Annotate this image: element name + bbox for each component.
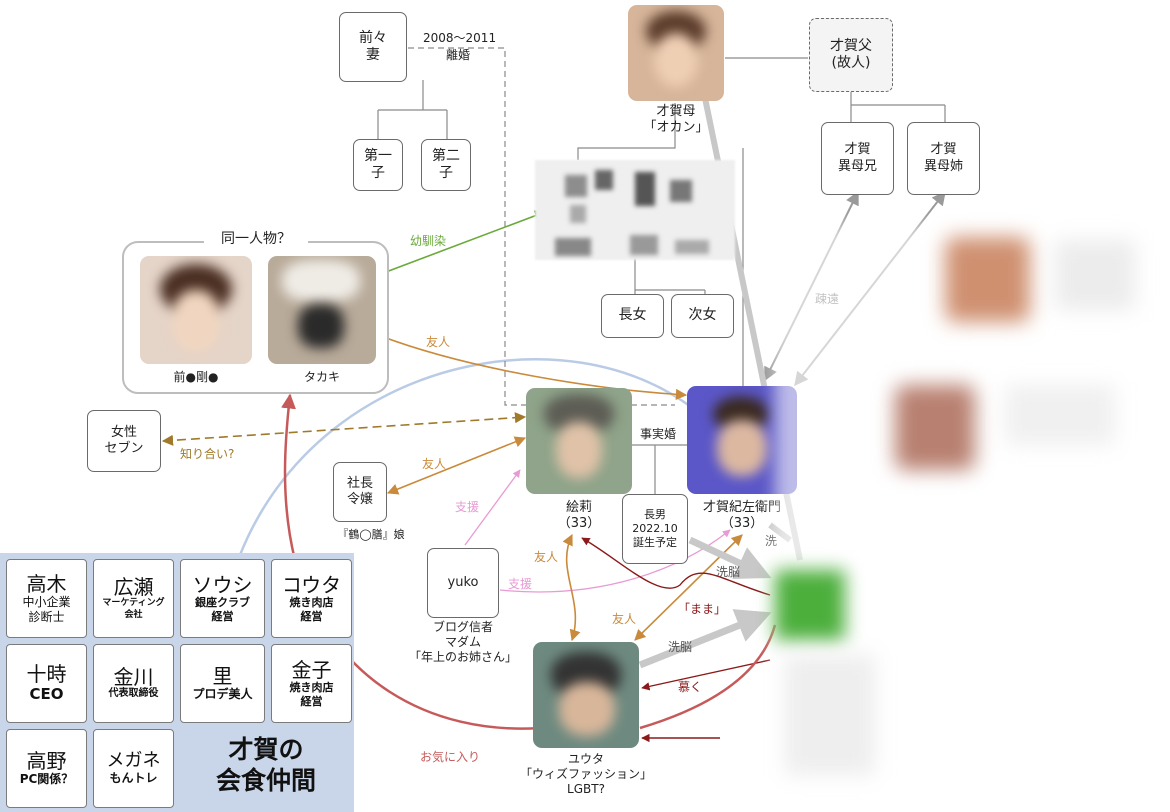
member-role: 焼き肉店 経営 [289, 680, 334, 708]
member-role: プロデ美人 [192, 687, 253, 701]
brainwash-label-3: 洗 [765, 534, 778, 548]
member-kanagawa: 金川 代表取締役 [93, 644, 174, 723]
ex-wife-children-line [377, 80, 448, 140]
member-role: 銀座クラブ 経営 [195, 595, 250, 623]
member-role: もんトレ [109, 770, 158, 785]
member-takagi: 高木 中小企業 診断士 [6, 559, 87, 638]
president-daughter-note: 『鶴◯膳』娘 [337, 528, 405, 541]
female-seven-node: 女性 セブン [87, 410, 161, 472]
member-role: マーケティング 会社 [102, 598, 165, 620]
member-name: 里 [212, 664, 233, 688]
same-person-title: 同一人物？ [204, 231, 308, 249]
brainwash-arrow-2 [688, 536, 772, 580]
member-role: CEO [29, 685, 64, 704]
member-megane: メガネ もんトレ [93, 729, 174, 808]
half-brother-node: 才賀 異母兄 [821, 122, 894, 195]
brainwash-label-1: 洗脳 [716, 565, 741, 579]
common-law-label: 事実婚 [640, 427, 677, 441]
right-blurred-region [775, 225, 1170, 812]
ex-ex-wife-node: 前々 妻 [339, 12, 407, 82]
dining-group-title: 才賀の 会食仲間 [215, 735, 316, 796]
takaki-label: タカキ [303, 370, 340, 384]
president-friend-label: 友人 [422, 457, 447, 471]
mama-arrow [581, 537, 771, 596]
member-name: 高野 [26, 749, 67, 773]
takaki-friend-arrow [376, 333, 688, 401]
member-role: 焼き肉店 経営 [289, 595, 334, 623]
divorce-label: 離婚 [446, 48, 471, 62]
takaki-friend-label: 友人 [426, 335, 451, 349]
member-kaneko: 金子 焼き肉店 経営 [271, 644, 352, 723]
daughters-line [634, 255, 706, 295]
member-name: ソウシ [192, 572, 253, 597]
acquaintance-label: 知り合い? [180, 447, 235, 461]
saiga-mother-label: 才賀母 「オカン」 [643, 104, 709, 136]
saiga-kizaemon-label: 才賀紀左衛門 （33） [702, 500, 781, 532]
eri-label: 絵莉 （33） [557, 500, 601, 532]
acquaintance-arrow [161, 412, 527, 446]
maeda-label: 前●剛● [173, 370, 219, 384]
takaki-photo [268, 256, 376, 364]
member-role: 中小企業 診断士 [22, 594, 71, 624]
support-label-2: 支援 [508, 577, 533, 591]
brainwash-arrow-1 [638, 609, 772, 669]
marriage-years-label: 2008～2011 [423, 31, 497, 45]
eldest-daughter-node: 長女 [601, 294, 664, 338]
yuta-photo [533, 642, 639, 748]
saiga-mother-photo [628, 5, 724, 101]
member-sato: 里 プロデ美人 [180, 644, 265, 723]
mama-label: 「まま」 [678, 602, 727, 616]
father-siblings-line [850, 92, 946, 122]
president-daughter-node: 社長 令嬢 [333, 462, 387, 522]
member-name: コウタ [281, 572, 342, 597]
member-kouta: コウタ 焼き肉店 経営 [271, 559, 352, 638]
yuta-eri-friend-arrow [562, 533, 581, 642]
serve-arrow [641, 659, 771, 691]
member-name: 十時 [26, 662, 67, 687]
childhood-friend-label: 幼馴染 [410, 234, 447, 248]
pixelated-couple-image [535, 160, 735, 260]
second-child-node: 第二 子 [421, 139, 471, 191]
member-takano: 高野 PC関係？ [6, 729, 87, 808]
yuko-node: yuko [427, 548, 499, 618]
support-arrow-1 [464, 469, 521, 546]
member-hirose: 広瀬 マーケティング 会社 [93, 559, 174, 638]
saiga-father-node: 才賀父 (故人) [809, 18, 893, 92]
maeda-photo [140, 256, 252, 364]
yuta-saiga-friend-label: 友人 [612, 612, 637, 626]
member-name: 金川 [113, 665, 154, 690]
half-sister-node: 才賀 異母姉 [907, 122, 980, 195]
first-child-node: 第一 子 [353, 139, 403, 191]
member-soushi: ソウシ 銀座クラブ 経営 [180, 559, 265, 638]
common-law-line [632, 444, 688, 495]
serve-label: 慕く [678, 680, 703, 694]
member-totoki: 十時 CEO [6, 644, 87, 723]
member-name: 広瀬 [113, 575, 154, 600]
member-name: 金子 [291, 657, 332, 682]
member-role: 代表取締役 [108, 688, 159, 700]
favorite-label: お気に入り [420, 750, 481, 764]
support-label-1: 支援 [455, 500, 480, 514]
eldest-son-node: 長男 2022.10 誕生予定 [622, 494, 688, 564]
brainwash-label-2: 洗脳 [668, 640, 693, 654]
member-name: 高木 [26, 571, 67, 596]
yuko-note: ブログ信者 マダム 「年上のお姉さん」 [408, 620, 517, 664]
member-name: メガネ [106, 750, 161, 772]
second-daughter-node: 次女 [671, 294, 734, 338]
president-friend-arrow [386, 436, 527, 495]
childhood-friend-arrow [376, 210, 547, 277]
yuta-label: ユウタ 「ウィズファッション」 LGBT? [519, 752, 652, 796]
yuta-eri-friend-label: 友人 [534, 550, 559, 564]
member-role: PC関係？ [19, 772, 74, 786]
favorite-arc-right [639, 624, 777, 730]
eri-photo [526, 388, 632, 494]
